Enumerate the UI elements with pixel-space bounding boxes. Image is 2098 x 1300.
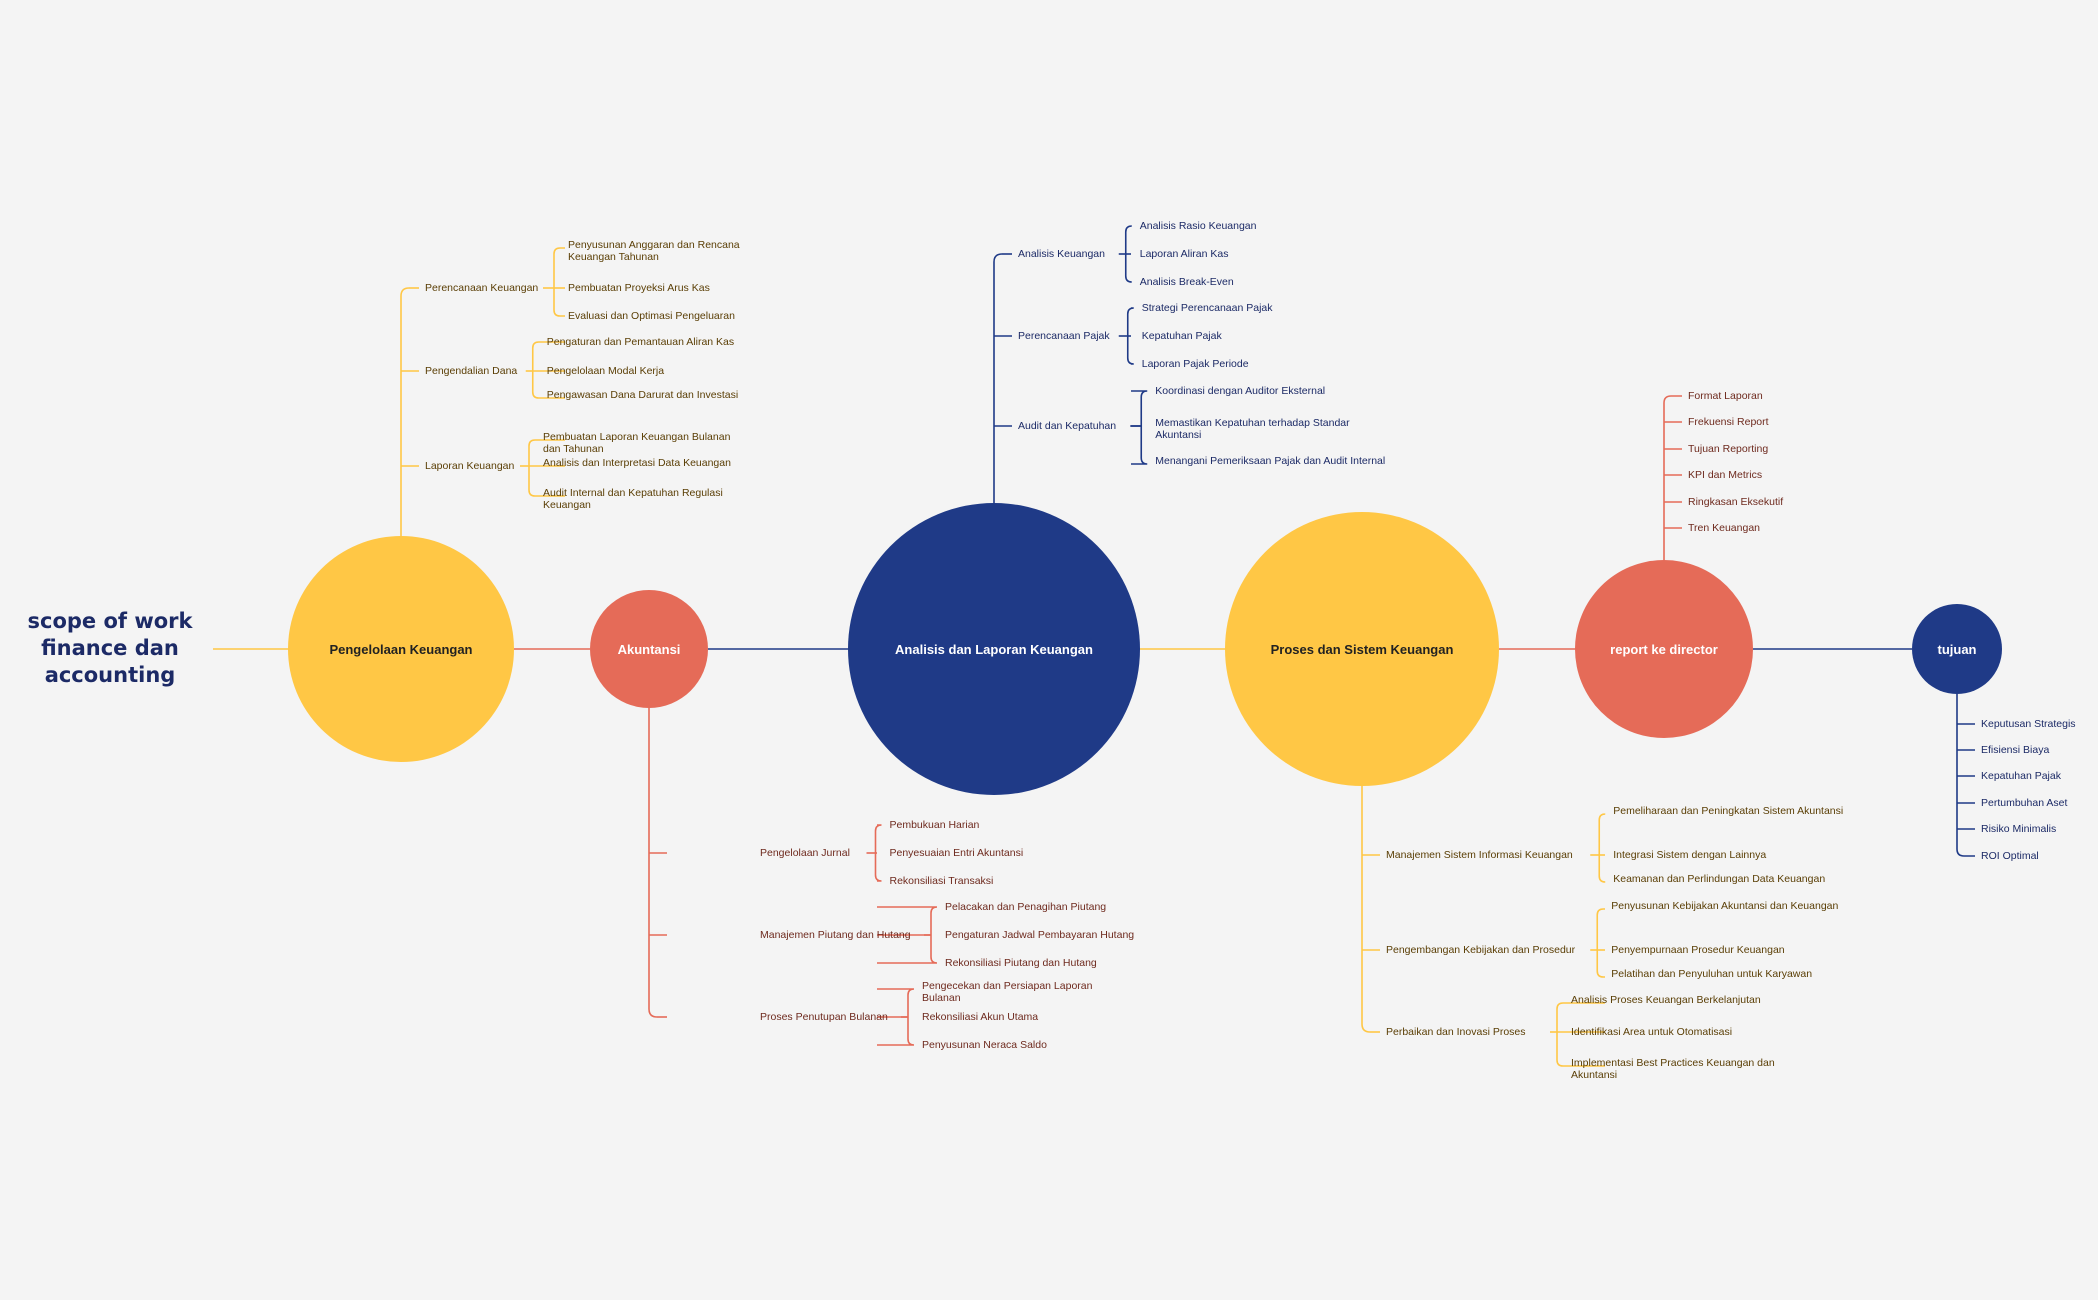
leaf-item: Penyusunan Neraca Saldo (922, 1039, 1047, 1051)
leaf-item: Pembuatan Proyeksi Arus Kas (568, 282, 710, 294)
branch-label: Pengelolaan Jurnal (760, 847, 850, 859)
branch-label: Perbaikan dan Inovasi Proses (1386, 1026, 1526, 1038)
list-item: Efisiensi Biaya (1981, 744, 2050, 756)
branch-label: Laporan Keuangan (425, 460, 515, 472)
leaf-item: Pengawasan Dana Darurat dan Investasi (546, 389, 739, 401)
leaf-item: Strategi Perencanaan Pajak (1141, 302, 1273, 314)
leaf-item: Memastikan Kepatuhan terhadap Standar Ak… (1155, 417, 1350, 441)
topic-node[interactable]: Proses dan Sistem Keuangan (1225, 512, 1499, 786)
list-item: Keputusan Strategis (1981, 718, 2076, 730)
connector-line (993, 253, 1003, 503)
list-item: Frekuensi Report (1688, 416, 1769, 428)
connector-line (648, 708, 658, 1018)
branch-label: Manajemen Piutang dan Hutang (760, 929, 911, 941)
leaf-item: Pengaturan Jadwal Pembayaran Hutang (945, 929, 1135, 941)
leaf-item: Implementasi Best Practices Keuangan dan… (1571, 1057, 1775, 1081)
topic-node-label: tujuan (1937, 641, 1977, 657)
connector-line (1596, 908, 1605, 978)
topic-node[interactable]: Pengelolaan Keuangan (288, 536, 514, 762)
branch-label: Audit dan Kepatuhan (1018, 420, 1117, 432)
list-item: Format Laporan (1688, 390, 1763, 402)
leaf-item: Pelacakan dan Penagihan Piutang (945, 901, 1107, 913)
leaf-item: Rekonsiliasi Piutang dan Hutang (945, 957, 1097, 969)
connector-line (1598, 813, 1606, 883)
leaf-item: Analisis Break-Even (1139, 276, 1234, 288)
topic-node-label: Proses dan Sistem Keuangan (1270, 641, 1454, 657)
leaf-item: Penyempurnaan Prosedur Keuangan (1611, 944, 1785, 956)
leaf-item: Audit Internal dan Kepatuhan Regulasi Ke… (543, 487, 723, 511)
leaf-item: Penyesuaian Entri Akuntansi (889, 847, 1024, 859)
topic-node-label: Pengelolaan Keuangan (329, 641, 473, 657)
leaf-item: Pengelolaan Modal Kerja (546, 365, 665, 377)
connector-line (1956, 694, 1975, 857)
leaf-item: Analisis Proses Keuangan Berkelanjutan (1571, 994, 1761, 1006)
list-item: KPI dan Metrics (1688, 469, 1763, 481)
leaf-item: Analisis dan Interpretasi Data Keuangan (543, 457, 731, 469)
connector-line (1556, 1002, 1605, 1067)
leaf-item: Pembukuan Harian (889, 819, 980, 831)
list-item: Ringkasan Eksekutif (1688, 496, 1784, 508)
leaf-item: Keamanan dan Perlindungan Data Keuangan (1613, 873, 1826, 885)
leaf-item: Menangani Pemeriksaan Pajak dan Audit In… (1155, 455, 1386, 467)
list-item: Tren Keuangan (1688, 522, 1760, 534)
leaf-item: Evaluasi dan Optimasi Pengeluaran (568, 310, 735, 322)
list-item: Tujuan Reporting (1688, 443, 1769, 455)
list-item: Pertumbuhan Aset (1981, 797, 2068, 809)
branch-label: Manajemen Sistem Informasi Keuangan (1386, 849, 1573, 861)
list-item: Kepatuhan Pajak (1981, 770, 2061, 782)
connector-line (528, 439, 565, 497)
branch-label: Pengendalian Dana (425, 365, 518, 377)
topic-node[interactable]: Analisis dan Laporan Keuangan (848, 503, 1140, 795)
list-item: Risiko Minimalis (1981, 823, 2057, 835)
leaf-item: Kepatuhan Pajak (1141, 330, 1222, 342)
connector-line (400, 287, 410, 536)
branch-label: Perencanaan Keuangan (425, 282, 539, 294)
leaf-item: Laporan Pajak Periode (1141, 358, 1249, 370)
leaf-item: Integrasi Sistem dengan Lainnya (1613, 849, 1767, 861)
connector-line (553, 247, 565, 317)
connector-line (531, 341, 565, 399)
list-item: ROI Optimal (1981, 850, 2039, 862)
leaf-item: Pengecekan dan Persiapan Laporan Bulanan (922, 980, 1093, 1004)
leaf-item: Laporan Aliran Kas (1139, 248, 1229, 260)
branch-label: Pengembangan Kebijakan dan Prosedur (1386, 944, 1576, 956)
branch-label: Proses Penutupan Bulanan (760, 1011, 888, 1023)
branch-label: Analisis Keuangan (1018, 248, 1105, 260)
topic-node[interactable]: report ke director (1575, 560, 1753, 738)
connector-line (1663, 395, 1682, 560)
leaf-item: Rekonsiliasi Transaksi (889, 875, 994, 887)
topic-node[interactable]: Akuntansi (590, 590, 708, 708)
topic-node-label: Akuntansi (617, 641, 681, 657)
leaf-item: Rekonsiliasi Akun Utama (922, 1011, 1039, 1023)
leaf-item: Pelatihan dan Penyuluhan untuk Karyawan (1611, 968, 1813, 980)
leaf-item: Pengaturan dan Pemantauan Aliran Kas (546, 336, 735, 348)
topic-node-label: Analisis dan Laporan Keuangan (895, 641, 1093, 657)
branch-label: Perencanaan Pajak (1018, 330, 1110, 342)
leaf-item: Koordinasi dengan Auditor Eksternal (1155, 385, 1326, 397)
leaf-item: Penyusunan Anggaran dan Rencana Keuangan… (568, 239, 740, 263)
map-title: scope of work finance dan accounting (27, 609, 193, 687)
leaf-item: Analisis Rasio Keuangan (1139, 220, 1257, 232)
leaf-item: Pembuatan Laporan Keuangan Bulanan dan T… (543, 431, 731, 455)
leaf-item: Pemeliharaan dan Peningkatan Sistem Akun… (1613, 805, 1844, 817)
connector-line (1361, 786, 1371, 1033)
topic-node[interactable]: tujuan (1912, 604, 2002, 694)
leaf-item: Identifikasi Area untuk Otomatisasi (1571, 1026, 1733, 1038)
leaf-item: Penyusunan Kebijakan Akuntansi dan Keuan… (1611, 900, 1839, 912)
topic-node-label: report ke director (1610, 641, 1718, 657)
connector-line (1131, 390, 1148, 465)
